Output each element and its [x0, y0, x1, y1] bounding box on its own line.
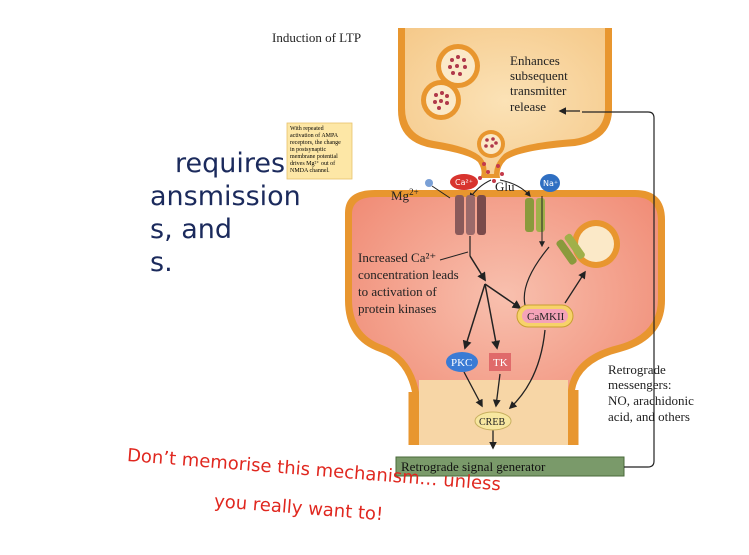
glutamate-molecules	[478, 162, 504, 183]
svg-text:CaMKII: CaMKII	[527, 311, 565, 323]
svg-text:TK: TK	[493, 357, 508, 369]
slide-text-line-2: ansmission	[150, 181, 301, 212]
tk-to-creb	[492, 373, 501, 408]
ca-to-kinases	[469, 255, 486, 282]
slide-text-line-1: requires	[175, 148, 286, 179]
retrograde-text-line-2: messengers:	[608, 377, 672, 392]
svg-text:Retrograde signal generator: Retrograde signal generator	[401, 459, 546, 474]
retrograde-text-line-4: acid, and others	[608, 409, 690, 424]
slide-text-line-3: s, and	[150, 214, 233, 245]
synaptic-vesicle-1	[436, 44, 480, 88]
camkii-to-vesicle	[564, 270, 586, 304]
ca-badge: Ca²⁺	[450, 174, 478, 190]
presynaptic-label-line-1: Enhances	[510, 53, 560, 68]
mg-note-box: With repeated activation of AMPA recepto…	[286, 122, 353, 180]
presynaptic-label-line-4: release	[510, 99, 546, 114]
note-line-1: With repeated	[290, 126, 324, 132]
retrograde-text: Retrograde messengers: NO, arachidonic a…	[608, 362, 694, 424]
note-line-4: in postsynaptic	[290, 147, 327, 153]
ampa-to-camkii	[523, 246, 550, 306]
note-line-5: membrane potential	[290, 154, 338, 160]
svg-text:Na⁺: Na⁺	[543, 179, 558, 188]
retrograde-text-line-1: Retrograde	[608, 362, 666, 377]
pkc-badge: PKC	[446, 352, 478, 372]
na-badge: Na⁺	[540, 174, 560, 192]
retrograde-text-line-3: NO, arachidonic	[608, 393, 694, 408]
ca-text-line-1: Increased Ca²⁺	[358, 250, 436, 265]
ampa-vesicle	[556, 220, 620, 268]
glu-arrow-ampa	[499, 179, 531, 197]
ca-text-line-4: protein kinases	[358, 301, 436, 316]
svg-text:CREB: CREB	[479, 417, 505, 428]
camkii-badge: CaMKII	[516, 304, 574, 328]
diagram-title: Induction of LTP	[272, 30, 361, 45]
ca-text: Increased Ca²⁺ concentration leads to ac…	[358, 250, 459, 316]
retrograde-feedback-line	[582, 111, 655, 468]
camkii-to-creb	[508, 329, 546, 410]
presynaptic-label-line-2: subsequent	[510, 68, 568, 83]
glu-label: Glu	[495, 179, 515, 194]
synaptic-vesicle-2	[421, 80, 461, 120]
presynaptic-label-line-3: transmitter	[510, 83, 567, 98]
mg-label: Mg2+	[391, 187, 419, 203]
presynaptic-label: Enhances subsequent transmitter release	[510, 53, 568, 114]
svg-text:PKC: PKC	[451, 357, 472, 369]
mg-ion	[425, 179, 433, 187]
nmda-receptor	[455, 195, 486, 235]
arrow-to-camkii	[484, 283, 522, 310]
note-line-3: receptors, the change	[290, 140, 341, 146]
mg-arrow	[431, 185, 451, 199]
slide-text-line-4: s.	[150, 247, 173, 278]
note-line-7: NMDA channel.	[290, 168, 330, 174]
pkc-to-creb	[463, 371, 483, 408]
creb-badge: CREB	[474, 411, 512, 431]
retrograde-signal-generator: Retrograde signal generator	[395, 456, 625, 477]
ca-text-line-2: concentration leads	[358, 267, 459, 282]
svg-text:Ca²⁺: Ca²⁺	[455, 178, 473, 187]
fusing-vesicle	[477, 130, 505, 158]
arrow-to-tk	[484, 283, 501, 350]
tk-badge: TK	[489, 353, 511, 371]
ca-text-leader	[439, 251, 469, 261]
note-line-6: drives Mg²⁺ out of	[290, 160, 335, 167]
arrow-to-pkc	[462, 283, 486, 350]
ca-text-line-3: to activation of	[358, 284, 437, 299]
note-line-2: activation of AMPA	[290, 132, 339, 139]
ampa-receptor	[525, 198, 545, 232]
